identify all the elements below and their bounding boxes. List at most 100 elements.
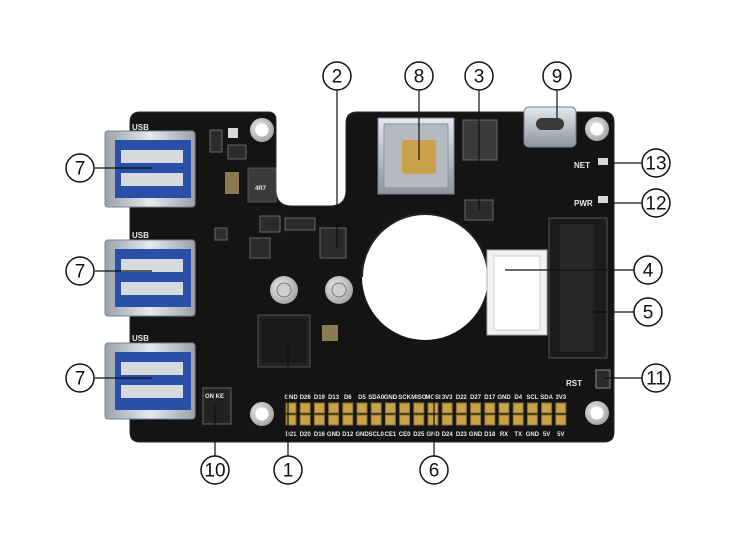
- gpio-label: CE1: [385, 432, 397, 438]
- switch-label: ON KE: [205, 394, 224, 400]
- callout-12: 12: [641, 188, 671, 218]
- power-components: 4R7: [209, 128, 316, 259]
- callout-7: 7: [65, 153, 95, 183]
- gpio-label: SCL: [526, 395, 538, 401]
- mounting-holes: [250, 117, 609, 426]
- gpio-label: GND: [497, 395, 511, 401]
- gpio-pin: [399, 402, 411, 414]
- usb-port-2: USB: [104, 231, 196, 317]
- gpio-label: SDA: [540, 395, 553, 401]
- gpio-label: D5: [358, 395, 366, 401]
- gpio-pin: [299, 414, 311, 426]
- callout-7: 7: [65, 256, 95, 286]
- gpio-pin: [356, 414, 368, 426]
- gpio-pin: [342, 402, 354, 414]
- gpio-label: 5V: [557, 432, 564, 438]
- inductor-label: 4R7: [255, 186, 267, 192]
- sim-card-slot: [377, 117, 455, 195]
- gpio-pin: [441, 414, 453, 426]
- callout-5: 5: [633, 297, 663, 327]
- callout-number: 10: [204, 461, 225, 482]
- usb-label-2: USB: [132, 231, 149, 240]
- gpio-pin: [470, 414, 482, 426]
- gpio-label: D19: [314, 395, 326, 401]
- gpio-pin: [342, 414, 354, 426]
- m2-slot: [548, 217, 608, 359]
- gpio-label: D23: [456, 432, 468, 438]
- callout-number: 7: [75, 369, 86, 390]
- gpio-label: D6: [344, 395, 352, 401]
- net-label: NET: [574, 161, 590, 170]
- gpio-label: D25: [413, 432, 425, 438]
- callout-number: 3: [474, 67, 485, 88]
- gpio-label: D24: [442, 432, 454, 438]
- fpc-connector: [486, 249, 548, 336]
- gpio-pin: [541, 402, 553, 414]
- gpio-label: GND: [526, 432, 540, 438]
- gpio-pin: [555, 402, 567, 414]
- gpio-pin: [370, 402, 382, 414]
- callout-9: 9: [542, 61, 572, 91]
- gpio-label: TX: [514, 432, 522, 438]
- gpio-label: D26: [300, 395, 312, 401]
- callout-10: 10: [200, 455, 230, 485]
- gpio-label: D18: [484, 432, 496, 438]
- callout-number: 7: [75, 159, 86, 180]
- usb-label-1: USB: [132, 123, 149, 132]
- gpio-label: GND: [384, 395, 398, 401]
- gpio-label: GND: [355, 432, 369, 438]
- rst-label: RST: [566, 379, 582, 388]
- gpio-label: GND: [426, 432, 440, 438]
- gpio-pin: [328, 414, 340, 426]
- callout-number: 8: [414, 67, 425, 88]
- gpio-label: SDA0: [368, 395, 385, 401]
- gpio-pin: [526, 414, 538, 426]
- callout-13: 13: [641, 148, 671, 178]
- gpio-pin: [313, 402, 325, 414]
- gpio-label: D22: [456, 395, 468, 401]
- gpio-label: MISO: [411, 395, 427, 401]
- gpio-label: GND: [327, 432, 341, 438]
- fan-cutout-rim: [361, 213, 489, 278]
- pwr-label: PWR: [574, 199, 593, 208]
- gpio-pin: [541, 414, 553, 426]
- gpio-pin: [285, 402, 297, 414]
- gpio-pin: [512, 414, 524, 426]
- gpio-pin: [413, 414, 425, 426]
- callout-number: 7: [75, 262, 86, 283]
- callout-8: 8: [404, 61, 434, 91]
- callout-number: 2: [332, 67, 343, 88]
- gpio-pin: [299, 402, 311, 414]
- gpio-label: 3V3: [555, 395, 566, 401]
- gpio-label: D17: [484, 395, 496, 401]
- callout-4: 4: [633, 255, 663, 285]
- gpio-pin: [370, 414, 382, 426]
- gpio-pin: [384, 414, 396, 426]
- callout-number: 5: [643, 303, 654, 324]
- gpio-pin: [555, 414, 567, 426]
- callout-3: 3: [464, 61, 494, 91]
- gpio-pin: [455, 414, 467, 426]
- callout-lines: [95, 90, 648, 456]
- net-led: [598, 158, 608, 165]
- gpio-label: 3V3: [442, 395, 453, 401]
- callout-6: 6: [419, 455, 449, 485]
- callout-number: 6: [429, 461, 440, 482]
- reset-button: [595, 369, 611, 389]
- gpio-label: D12: [342, 432, 354, 438]
- usb-port-1: USB: [104, 123, 196, 208]
- gpio-label: GND: [284, 395, 298, 401]
- usb-port-3: USB: [104, 334, 196, 420]
- dip-switch: ON KE: [202, 387, 232, 425]
- gpio-pin: [526, 402, 538, 414]
- gpio-pin: [427, 414, 439, 426]
- gpio-pin: [484, 414, 496, 426]
- gpio-label: RX: [500, 432, 508, 438]
- callout-number: 13: [645, 154, 666, 175]
- fan-cutout: [362, 214, 488, 340]
- callout-number: 12: [645, 194, 666, 215]
- gpio-label: MOSI: [425, 395, 441, 401]
